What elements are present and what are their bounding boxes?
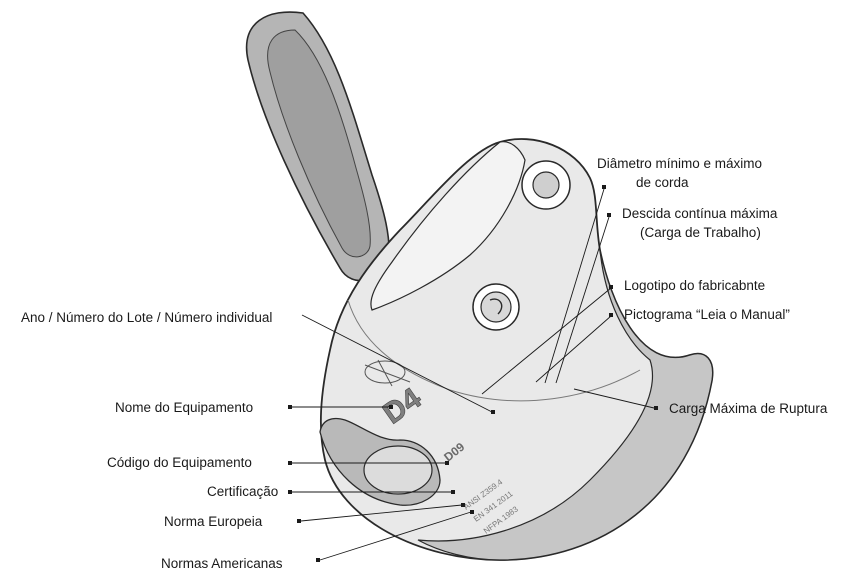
label-normas-americanas: Normas Americanas (161, 556, 283, 571)
marker-diametro (602, 185, 606, 189)
label-logotipo: Logotipo do fabricabnte (624, 278, 765, 293)
label-ano-lote: Ano / Número do Lote / Número individual (21, 310, 272, 325)
label-diametro-line2: de corda (636, 175, 689, 190)
label-nome: Nome do Equipamento (115, 400, 253, 415)
label-descida-line2: (Carga de Trabalho) (640, 225, 761, 240)
label-codigo: Código do Equipamento (107, 455, 252, 470)
label-carga-ruptura: Carga Máxima de Ruptura (669, 401, 828, 416)
marker-normas-americanas-end (470, 510, 474, 514)
marker-nome-start (288, 405, 292, 409)
marker-nome-end (389, 405, 393, 409)
marker-descida (607, 213, 611, 217)
handle-lever (247, 12, 389, 281)
label-diametro-line1: Diâmetro mínimo e máximo (597, 156, 762, 171)
marker-codigo-start (288, 461, 292, 465)
marker-normas-americanas-start (316, 558, 320, 562)
label-norma-europeia: Norma Europeia (164, 514, 263, 529)
label-descida-line1: Descida contínua máxima (622, 206, 778, 221)
marker-norma-europeia-start (297, 519, 301, 523)
marker-certificacao-start (288, 490, 292, 494)
marker-carga-ruptura (654, 406, 658, 410)
marker-certificacao-end (451, 490, 455, 494)
label-certificacao: Certificação (207, 484, 278, 499)
label-pictograma: Pictograma “Leia o Manual” (624, 307, 790, 322)
marker-codigo-end (445, 461, 449, 465)
marker-ano-lote (491, 410, 495, 414)
marker-norma-europeia-end (461, 503, 465, 507)
